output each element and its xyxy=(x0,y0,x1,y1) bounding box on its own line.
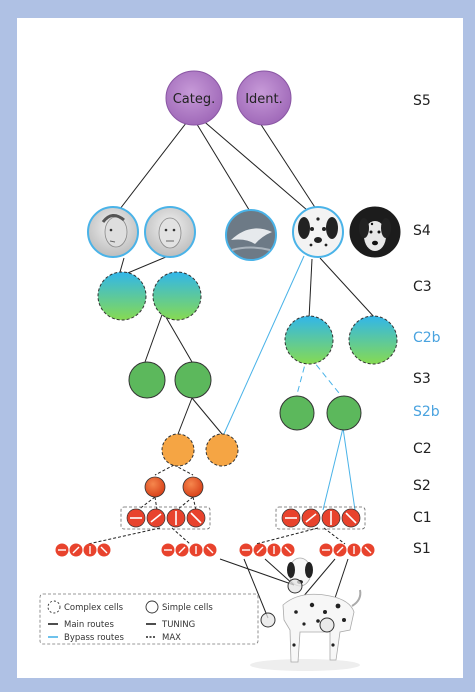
c2-node-1 xyxy=(161,433,195,467)
legend-bypass-routes: Bypass routes xyxy=(64,633,124,643)
s1-group-1 xyxy=(55,543,111,557)
legend-simple-cells: Simple cells xyxy=(162,603,213,613)
dolphin-image xyxy=(225,209,277,261)
c1-cells-right xyxy=(281,508,361,528)
level-label-s1: S1 xyxy=(413,541,431,557)
c2b-node-1 xyxy=(284,315,334,365)
s5-categ-node: Categ. xyxy=(165,70,223,126)
s2-node-1 xyxy=(144,476,166,498)
s3-node-1 xyxy=(128,361,166,399)
connections xyxy=(87,117,376,623)
c2-node-2 xyxy=(205,433,239,467)
level-label-s3: S3 xyxy=(413,371,431,387)
s2b-node-1 xyxy=(279,395,315,431)
level-label-s2: S2 xyxy=(413,478,431,494)
c3-node-1 xyxy=(97,271,147,321)
level-label-s4: S4 xyxy=(413,223,431,239)
level-label-s5: S5 xyxy=(413,93,431,109)
dalmatian-photo xyxy=(250,557,362,671)
level-label-c2: C2 xyxy=(413,441,432,457)
s1-group-4 xyxy=(319,543,375,557)
s3-node-2 xyxy=(174,361,212,399)
level-label-c3: C3 xyxy=(413,279,432,295)
s5-ident-node: Ident. xyxy=(236,70,292,126)
s2-node-2 xyxy=(182,476,204,498)
s1-group-3 xyxy=(239,543,295,557)
c1-group-right xyxy=(275,506,366,530)
categ-label: Categ. xyxy=(173,92,216,107)
c1-group-left xyxy=(120,506,211,530)
dalmatian-face-dark-image xyxy=(349,206,401,258)
s1-group-2 xyxy=(161,543,217,557)
c1-cells-left xyxy=(126,508,206,528)
face-front-image xyxy=(144,206,196,258)
legend-max: MAX xyxy=(162,633,181,643)
level-label-c1: C1 xyxy=(413,510,432,526)
legend-main-routes: Main routes xyxy=(64,620,114,630)
legend-tuning: TUNING xyxy=(161,620,195,630)
dalmatian-face-image xyxy=(292,206,344,258)
level-label-s2b: S2b xyxy=(413,404,440,420)
legend-complex-cells: Complex cells xyxy=(64,603,124,613)
c2b-node-2 xyxy=(348,315,398,365)
level-label-c2b: C2b xyxy=(413,330,441,346)
s2b-node-2 xyxy=(326,395,362,431)
c3-node-2 xyxy=(152,271,202,321)
simple-cell-icon xyxy=(145,600,159,614)
legend: Complex cells Simple cells Main routes T… xyxy=(39,593,259,645)
complex-cell-icon xyxy=(47,600,61,614)
ident-label: Ident. xyxy=(245,92,283,107)
face-left-image xyxy=(87,206,139,258)
bypass-routes xyxy=(222,255,356,511)
